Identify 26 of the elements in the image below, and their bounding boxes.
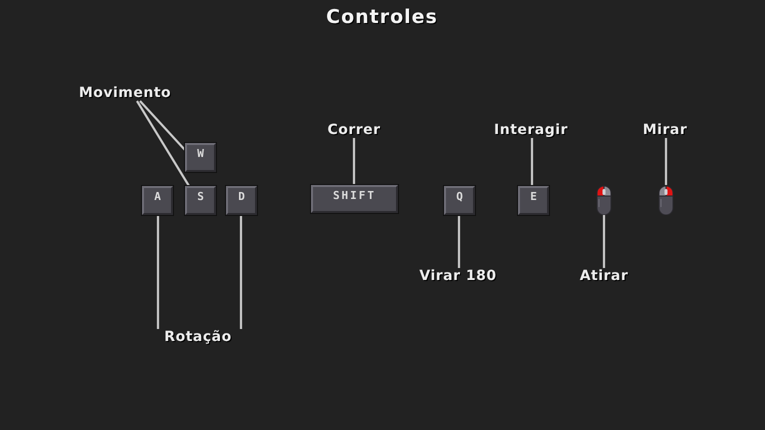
keyboard-key: S	[185, 186, 216, 215]
action-label: Virar 180	[419, 268, 497, 284]
keyboard-key: A	[142, 186, 173, 215]
leader-line	[664, 138, 668, 185]
keyboard-key: E	[518, 186, 549, 215]
keyboard-key: D	[226, 186, 257, 215]
leader-line	[458, 215, 460, 268]
leader-line	[530, 138, 534, 186]
mouse-icon	[658, 185, 674, 215]
action-label: Correr	[327, 122, 381, 138]
action-label: Interagir	[494, 122, 568, 138]
leader-line	[156, 215, 160, 329]
keyboard-key: Q	[444, 186, 475, 215]
leader-line	[602, 215, 606, 268]
action-label: Atirar	[580, 268, 628, 284]
action-label: Rotação	[164, 329, 232, 345]
leader-line	[240, 215, 242, 329]
diagram-title: Controles	[326, 6, 438, 28]
leader-line	[136, 100, 190, 187]
action-label: Movimento	[78, 85, 172, 101]
action-label: Mirar	[642, 122, 688, 138]
leader-line	[352, 138, 356, 185]
mouse-icon	[596, 185, 612, 215]
leader-line	[139, 100, 186, 151]
keyboard-key: SHIFT	[311, 185, 398, 213]
keyboard-key: W	[185, 143, 216, 172]
